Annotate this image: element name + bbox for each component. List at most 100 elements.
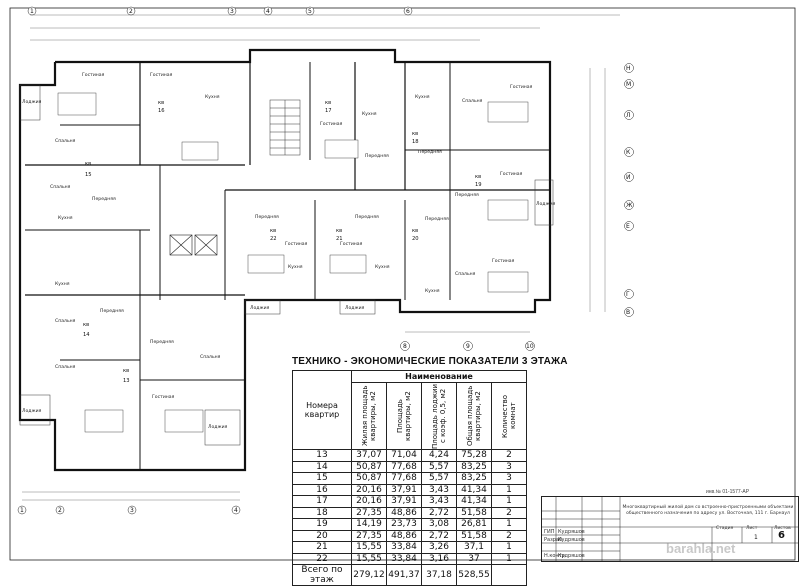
apt-19-living: Гостиная — [500, 171, 523, 177]
apt-20-kitchen: Кухня — [425, 288, 440, 294]
cell: 23,73 — [386, 518, 422, 531]
apt-14-bedroom-1: Спальня — [55, 318, 76, 324]
cell: 491,37 — [386, 564, 422, 586]
col-header-area: Площадь квартиры, м2 — [386, 382, 422, 450]
cell: 1 — [491, 552, 527, 565]
kv-prefix: кв — [336, 228, 342, 234]
cell: 51,58 — [456, 529, 492, 542]
kv-prefix: кв — [85, 161, 91, 167]
cell: 26,81 — [456, 518, 492, 531]
apt-17-living: Гостиная — [320, 121, 343, 127]
apt-13-bedroom: Спальня — [200, 354, 221, 360]
loggia-label-3: Лоджия — [208, 424, 228, 430]
apt-16-kitchen: Кухня — [205, 94, 220, 100]
cell: 15,55 — [351, 552, 387, 565]
col-header-apartment: Номера квартир — [292, 370, 352, 450]
apt-18-no: 18 — [412, 139, 419, 145]
group-header: Наименование — [351, 370, 527, 383]
cell: 3,08 — [421, 518, 457, 531]
apt-17-hall: Передняя — [365, 153, 389, 159]
cell: 2,72 — [421, 506, 457, 519]
top-axes: 1 2 3 4 5 6 — [27, 6, 620, 41]
kv-prefix: кв — [83, 322, 89, 328]
loggias — [19, 84, 554, 446]
cell: 83,25 — [456, 460, 492, 473]
apt-15-no: 15 — [85, 172, 92, 178]
apt-21-living: Гостиная — [340, 241, 363, 247]
cell: 3 — [491, 460, 527, 473]
apt-13-hall: Передняя — [150, 339, 174, 345]
apt-21-no: 21 — [336, 236, 343, 242]
axis-bottom-1: 1 — [20, 507, 24, 514]
apt-19-hall: Передняя — [455, 192, 479, 198]
col-header-loggia: Площадь лоджии с коэф. 0,5, м2 — [421, 382, 457, 450]
loggia-label-6: Лоджия — [536, 201, 556, 207]
role-dev: Разраб. — [544, 537, 564, 543]
cell: 1 — [491, 483, 527, 496]
cell: 3,26 — [421, 541, 457, 554]
apt-20-hall: Передняя — [425, 216, 449, 222]
apt-21-hall: Передняя — [355, 214, 379, 220]
axis-right-e: Е — [626, 223, 630, 230]
cell: 15 — [292, 472, 352, 485]
apt-15-hall: Передняя — [92, 196, 116, 202]
cell: 77,68 — [386, 460, 422, 473]
name-control: Кудряшов — [558, 553, 585, 559]
loggia-label-2: Лоджия — [22, 408, 42, 414]
apt-15-kitchen: Кухня — [58, 215, 73, 221]
col-header-rooms: Количество комнат — [491, 382, 527, 450]
sheet-of: 1 — [754, 534, 758, 541]
table-row: 22 15,55 33,84 3,16 37 1 — [292, 552, 527, 565]
table-row: 18 27,35 48,86 2,72 51,58 2 — [292, 506, 527, 519]
table-row: 16 20,16 37,91 3,43 41,34 1 — [292, 483, 527, 496]
cell: 17 — [292, 495, 352, 508]
apt-19-no: 19 — [475, 182, 482, 188]
cell: 37 — [456, 552, 492, 565]
col-header-living: Жилая площадь квартиры, м2 — [351, 382, 387, 450]
apt-22-hall: Передняя — [255, 214, 279, 220]
kv-prefix: кв — [412, 228, 418, 234]
table-row: 15 50,87 77,68 5,57 83,25 3 — [292, 472, 527, 485]
axis-right-k: К — [626, 149, 631, 156]
apt-18-kitchen: Кухня — [415, 94, 430, 100]
axis-top-5: 5 — [308, 8, 312, 15]
cell: 77,68 — [386, 472, 422, 485]
cell: 83,25 — [456, 472, 492, 485]
axis-top-4: 4 — [266, 8, 270, 15]
table-row: 17 20,16 37,91 3,43 41,34 1 — [292, 495, 527, 508]
apt-14-hall: Передняя — [100, 308, 124, 314]
cell: 27,35 — [351, 506, 387, 519]
cell: 279,12 — [351, 564, 387, 586]
right-axes: Н М Л К И Ж Е Г В — [589, 63, 634, 317]
cell: 2 — [491, 449, 527, 462]
cell: 5,57 — [421, 460, 457, 473]
apt-20-bedroom: Спальня — [455, 271, 476, 277]
cell: 50,87 — [351, 472, 387, 485]
floor-plan-drawing: 1 2 3 4 5 6 Н М Л К И Ж Е Г В — [9, 6, 796, 561]
cell: Всего по этаж — [292, 564, 352, 586]
cell: 16 — [292, 483, 352, 496]
apt-16-living: Гостиная — [150, 72, 173, 78]
axis-top-1: 1 — [30, 8, 34, 15]
table-total-row: Всего по этаж 279,12 491,37 37,18 528,55 — [292, 564, 527, 586]
apt-15-bedroom-1: Спальня — [55, 138, 76, 144]
axis-right-v: В — [626, 309, 630, 316]
cell: 1 — [491, 541, 527, 554]
cell: 18 — [292, 506, 352, 519]
table-row: 20 27,35 48,86 2,72 51,58 2 — [292, 529, 527, 542]
table-title: ТЕХНИКО - ЭКОНОМИЧЕСКИЕ ПОКАЗАТЕЛИ 3 ЭТА… — [292, 356, 568, 367]
cell — [491, 564, 527, 586]
cell: 20,16 — [351, 495, 387, 508]
apt-22-living: Гостиная — [285, 241, 308, 247]
cell: 37,91 — [386, 495, 422, 508]
cell: 51,58 — [456, 506, 492, 519]
apt-18-living: Гостиная — [510, 84, 533, 90]
axis-right-g: Г — [626, 291, 630, 298]
cell: 37,18 — [421, 564, 457, 586]
cell: 33,84 — [386, 541, 422, 554]
cell: 3,43 — [421, 483, 457, 496]
project-description: Многоквартирный жилой дом со встроенно-п… — [622, 505, 794, 516]
axis-top-6: 6 — [406, 8, 410, 15]
cell: 2 — [491, 529, 527, 542]
cell: 19 — [292, 518, 352, 531]
